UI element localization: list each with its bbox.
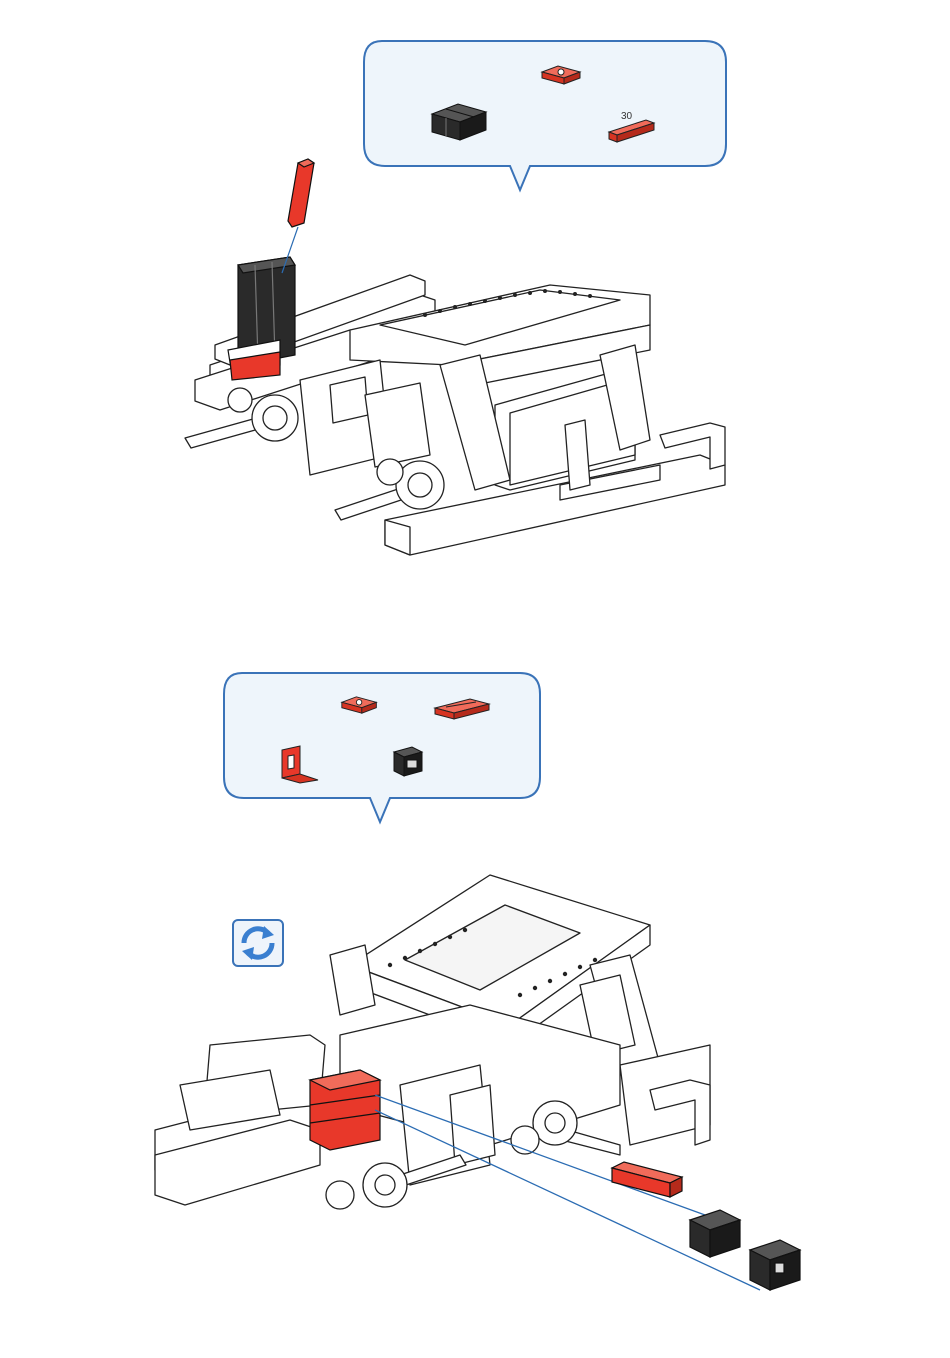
black-clip-block-icon [390, 744, 426, 780]
part-length-label: 30 [621, 111, 632, 122]
red-angle-block-icon [278, 744, 322, 784]
black-building-block-cluster-icon [428, 100, 490, 144]
red-base-plate-icon [540, 64, 584, 86]
step2-assembly-illustration [150, 865, 820, 1315]
step1-assembly-illustration [180, 155, 740, 565]
red-base-plate-icon [340, 694, 380, 716]
red-strip-icon [432, 696, 492, 722]
step2-parts-callout [220, 670, 544, 826]
